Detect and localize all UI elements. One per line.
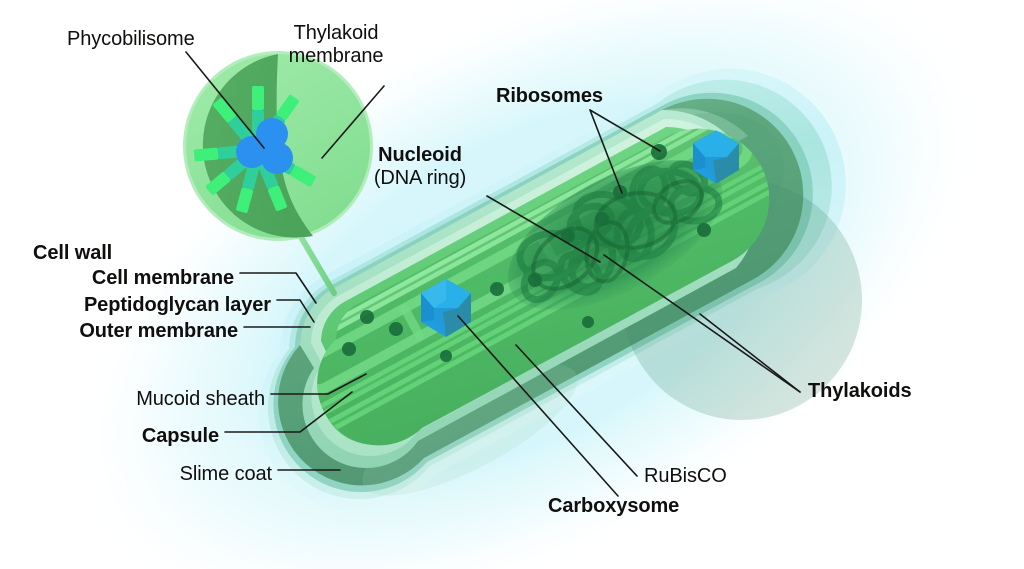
label-nucleoid: Nucleoid (DNA ring): [340, 144, 500, 190]
label-outer-membrane: Outer membrane: [79, 320, 238, 342]
leader-ribosome-b: [589, 109, 623, 194]
leader-capsule: [224, 391, 353, 433]
phycobilisome-inset: [183, 51, 373, 241]
label-carboxysome: Carboxysome: [548, 495, 680, 517]
carboxysome-shape-right: [693, 130, 739, 184]
leader-cell-membrane: [239, 272, 317, 304]
label-peptidoglycan-layer: Peptidoglycan layer: [83, 294, 271, 316]
label-phycobilisome: Phycobilisome: [67, 28, 195, 50]
label-rubisco: RuBisCO: [644, 465, 727, 487]
label-nucleoid-subtitle: (DNA ring): [373, 167, 467, 189]
carboxysome-shape-left: [421, 279, 471, 337]
leader-thylakoids-b: [603, 254, 801, 393]
leader-mucoid-sheath: [270, 373, 367, 395]
leader-carboxysome: [457, 315, 619, 497]
label-thylakoid-membrane: Thylakoid membrane: [256, 22, 416, 68]
label-thylakoid-membrane-line2: membrane: [288, 45, 384, 67]
label-thylakoid-membrane-line1: Thylakoid: [293, 22, 379, 44]
leader-nucleoid: [486, 195, 601, 263]
inset-connector-stalk: [295, 229, 337, 296]
label-cell-membrane: Cell membrane: [91, 267, 234, 289]
leader-phycobilisome: [185, 51, 265, 149]
label-nucleoid-line1: Nucleoid: [378, 144, 462, 166]
label-thylakoids: Thylakoids: [808, 380, 912, 402]
label-capsule: Capsule: [141, 425, 219, 447]
leader-ribosome-a: [589, 109, 661, 152]
label-ribosomes: Ribosomes: [496, 85, 603, 107]
leader-rubisco: [515, 344, 638, 477]
label-cell-wall: Cell wall: [33, 242, 113, 264]
leader-peptidoglycan: [276, 299, 315, 323]
label-slime-coat: Slime coat: [179, 463, 272, 485]
leader-thylakoid-membrane: [321, 85, 385, 159]
label-mucoid-sheath: Mucoid sheath: [136, 388, 265, 410]
leader-thylakoids-a: [699, 313, 801, 393]
